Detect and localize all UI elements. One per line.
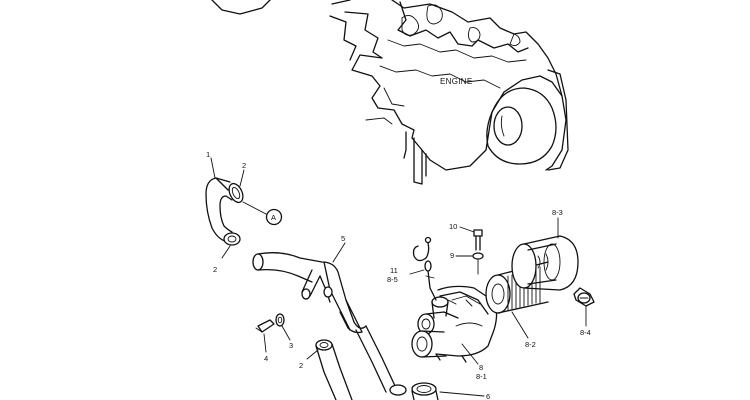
air-pipe-part-5 (252, 252, 367, 334)
elbow-hose-part-1 (205, 177, 244, 246)
callout-8-4: 8-4 (580, 328, 591, 337)
leader-4 (263, 333, 267, 353)
callout-3: 3 (289, 341, 293, 350)
valve-part-8-4 (573, 287, 595, 307)
callout-1: 1 (206, 150, 210, 159)
lower-hose-part-2 (315, 325, 397, 400)
leader-2-bottom (221, 245, 231, 259)
callout-9: 9 (450, 251, 454, 260)
leader-11 (409, 269, 425, 275)
callout-5: 5 (341, 234, 345, 243)
leader-8 (461, 343, 479, 365)
callout-a: A (271, 213, 276, 222)
clip-part-9 (472, 252, 484, 275)
callout-4: 4 (264, 354, 268, 363)
connector-part-6 (389, 382, 439, 400)
dust-indicator-part-11 (412, 236, 437, 301)
leader-a (242, 201, 267, 215)
leader-10 (459, 226, 475, 233)
callout-8-3: 8-3 (552, 208, 563, 217)
leader-6 (439, 391, 485, 397)
callout-8: 8 (479, 363, 483, 372)
leader-2-lower (306, 349, 319, 360)
callout-2-lower: 2 (299, 361, 303, 370)
callout-2-bottom: 2 (213, 265, 217, 274)
leader-1 (210, 157, 216, 179)
callout-8-1: 8-1 (476, 372, 487, 381)
callout-6: 6 (486, 392, 490, 400)
cover-part-8-3 (511, 235, 579, 291)
callout-8-2: 8-2 (525, 340, 536, 349)
engine-label: ENGINE (440, 77, 472, 86)
filter-element-part-8-2 (485, 261, 549, 314)
callout-2-top: 2 (242, 161, 246, 170)
reference-a-circle (265, 208, 283, 226)
leader-5 (332, 242, 346, 263)
callout-10: 10 (449, 222, 457, 231)
leader-2-top (239, 169, 245, 187)
washer-part-3 (275, 313, 285, 327)
leader-3 (281, 325, 291, 341)
callout-11: 11 (390, 266, 398, 275)
bolt-part-4 (255, 319, 275, 333)
engine-assembly: ENGINE (211, 0, 569, 185)
bolt-part-10 (473, 229, 483, 251)
callout-8-5: 8-5 (387, 275, 398, 284)
leader-8-2 (511, 311, 529, 339)
air-cleaner-body-part-8-1 (411, 285, 498, 363)
